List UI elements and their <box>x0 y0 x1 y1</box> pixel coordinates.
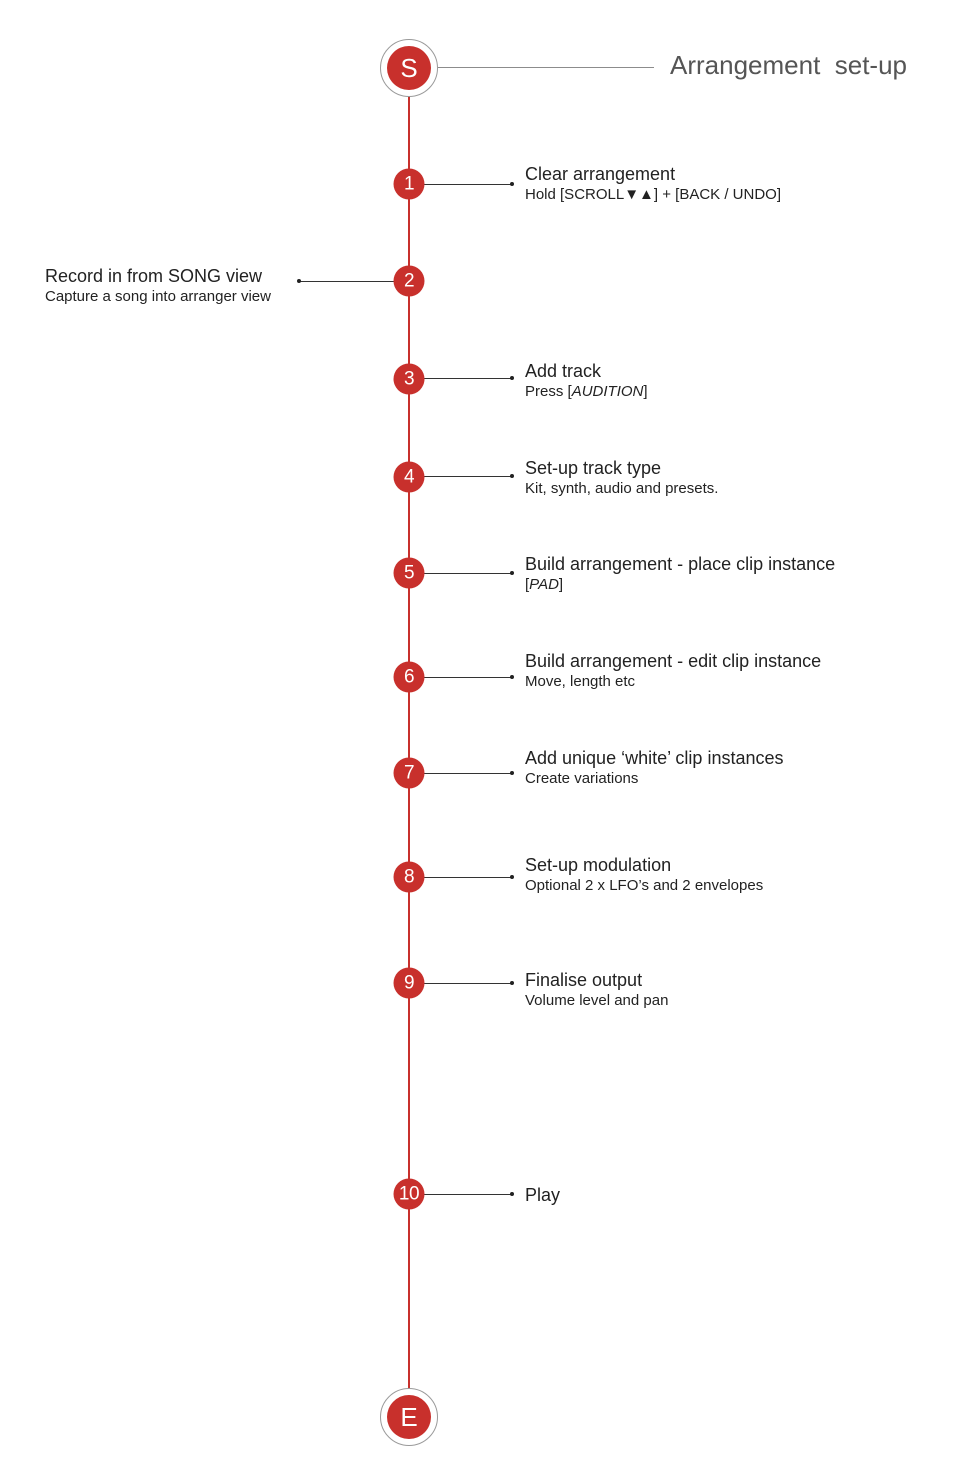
connector-dot <box>510 571 514 575</box>
step-connector <box>409 677 512 678</box>
title-connector <box>438 67 654 68</box>
step-label: Set-up modulation Optional 2 x LFO’s and… <box>525 854 763 895</box>
step-title: Set-up track type <box>525 458 662 478</box>
step-connector <box>299 281 409 282</box>
step-node: 3 <box>393 363 425 395</box>
connector-dot <box>510 376 514 380</box>
step-node: 7 <box>393 757 425 789</box>
step-connector <box>409 378 512 379</box>
connector-dot <box>510 875 514 879</box>
end-node-label: E <box>387 1395 431 1439</box>
step-connector <box>409 573 512 574</box>
connector-dot <box>510 1192 514 1196</box>
step-connector <box>409 184 512 185</box>
step-connector <box>409 1194 512 1195</box>
step-description: Optional 2 x LFO’s and 2 envelopes <box>525 877 764 894</box>
step-connector <box>409 773 512 774</box>
step-connector <box>409 983 512 984</box>
connector-dot <box>510 182 514 186</box>
step-node: 9 <box>393 967 425 999</box>
step-label: Build arrangement - edit clip instance M… <box>525 650 821 691</box>
step-node: 4 <box>393 461 425 493</box>
step-label: Record in from SONG view Capture a song … <box>45 265 271 306</box>
step-label: Clear arrangement Hold [SCROLL▼▲] + [BAC… <box>525 163 781 204</box>
connector-dot <box>297 279 301 283</box>
step-description: Hold [SCROLL▼▲] + [BACK / UNDO] <box>525 186 782 203</box>
step-node: 10 <box>393 1178 425 1210</box>
timeline-spine <box>408 96 410 1390</box>
connector-dot <box>510 981 514 985</box>
step-description: Volume level and pan <box>525 992 669 1009</box>
connector-dot <box>510 474 514 478</box>
step-title: Add track <box>525 361 602 381</box>
step-label: Finalise output Volume level and pan <box>525 969 668 1010</box>
step-label: Play <box>525 1184 560 1206</box>
step-description: Kit, synth, audio and presets. <box>525 480 719 497</box>
step-label: Add unique ‘white’ clip instances Create… <box>525 747 784 788</box>
step-connector <box>409 476 512 477</box>
step-description: Create variations <box>525 770 639 787</box>
step-node: 2 <box>393 265 425 297</box>
step-node: 8 <box>393 861 425 893</box>
start-node-label: S <box>387 46 431 90</box>
step-node: 1 <box>393 168 425 200</box>
step-title: Finalise output <box>525 970 643 990</box>
connector-dot <box>510 675 514 679</box>
step-title: Play <box>525 1185 561 1205</box>
step-title: Build arrangement - edit clip instance <box>525 651 822 671</box>
step-title: Set-up modulation <box>525 855 672 875</box>
step-description: Move, length etc <box>525 673 636 690</box>
step-description: [PAD] <box>525 576 564 593</box>
step-description: Capture a song into arranger view <box>45 288 271 305</box>
step-label: Build arrangement - place clip instance … <box>525 553 835 594</box>
step-title: Record in from SONG view <box>45 266 263 286</box>
step-description: Press [AUDITION] <box>525 383 648 400</box>
step-title: Add unique ‘white’ clip instances <box>525 748 784 768</box>
step-label: Set-up track type Kit, synth, audio and … <box>525 457 718 498</box>
step-title: Clear arrangement <box>525 164 676 184</box>
start-node: S <box>380 39 438 97</box>
step-title: Build arrangement - place clip instance <box>525 554 836 574</box>
step-label: Add track Press [AUDITION] <box>525 360 648 401</box>
step-node: 6 <box>393 661 425 693</box>
diagram-title: Arrangement set-up <box>670 50 908 80</box>
step-connector <box>409 877 512 878</box>
step-node: 5 <box>393 557 425 589</box>
end-node: E <box>380 1388 438 1446</box>
connector-dot <box>510 771 514 775</box>
